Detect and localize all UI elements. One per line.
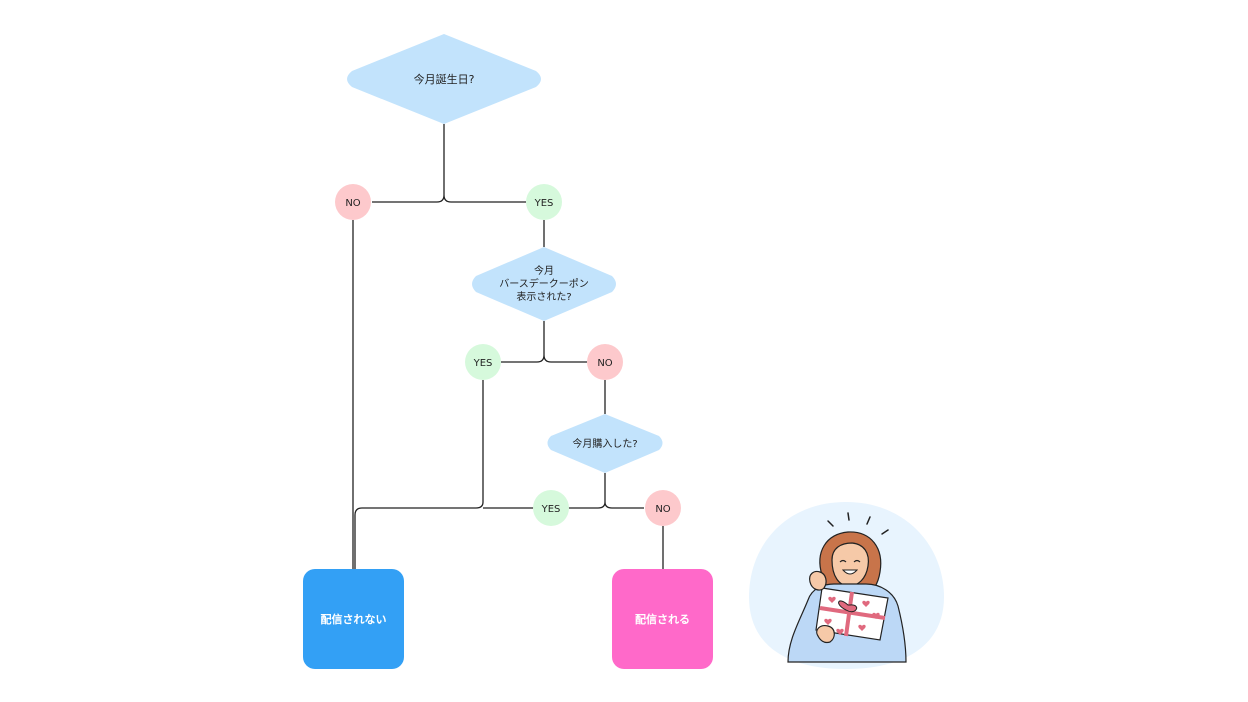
- yes-badge: [526, 184, 562, 220]
- connector-lines: [352, 124, 664, 569]
- face: [831, 542, 869, 587]
- decision-label: 今月誕生日?: [414, 72, 475, 86]
- decision-birthday-coupon-shown: 今月 バースデークーポン 表示された?: [472, 247, 616, 321]
- no-badge: [587, 344, 623, 380]
- decision-label-line-1: 今月: [534, 264, 554, 277]
- gift-hearts: [824, 596, 880, 635]
- decision-birthday-this-month: 今月誕生日?: [347, 34, 541, 124]
- decision-label-line-2: バースデークーポン: [499, 277, 589, 290]
- result-label: 配信される: [635, 612, 690, 626]
- answer-no-3: NO: [645, 490, 681, 526]
- woman-hugging-gift-icon: [749, 502, 944, 669]
- answer-yes-2: YES: [465, 344, 501, 380]
- yes-label: YES: [541, 504, 561, 515]
- result-label: 配信されない: [321, 612, 387, 626]
- hand: [816, 625, 835, 644]
- yes-badge: [533, 490, 569, 526]
- decision-label-line-3: 表示された?: [516, 290, 571, 303]
- connector-q1-split: [372, 124, 526, 203]
- sparkle-lines: [827, 512, 889, 535]
- yes-label: YES: [473, 358, 493, 369]
- answer-no-1: NO: [335, 184, 371, 220]
- decision-label: 今月購入した?: [572, 437, 637, 450]
- connector-q3-split: [483, 473, 644, 509]
- no-label: NO: [655, 504, 670, 515]
- no-badge: [645, 490, 681, 526]
- result-box: [303, 569, 404, 669]
- decision-diamond: [472, 247, 616, 321]
- no-badge: [335, 184, 371, 220]
- connector-q2-split: [501, 321, 587, 363]
- answer-no-2: NO: [587, 344, 623, 380]
- result-box: [612, 569, 713, 669]
- decision-diamond: [547, 414, 663, 473]
- result-not-delivered: 配信されない: [303, 569, 404, 669]
- decision-diamond: [347, 34, 541, 124]
- connector-yes2-down: [354, 380, 484, 569]
- yes-label: YES: [534, 198, 554, 209]
- result-delivered: 配信される: [612, 569, 713, 669]
- smile: [841, 569, 859, 575]
- gift-bow: [838, 600, 858, 613]
- no-label: NO: [597, 358, 612, 369]
- answer-yes-1: YES: [526, 184, 562, 220]
- eyes: [839, 559, 861, 563]
- no-label: NO: [345, 198, 360, 209]
- answer-yes-3: YES: [533, 490, 569, 526]
- yes-badge: [465, 344, 501, 380]
- raised-fist: [809, 570, 827, 591]
- decision-purchased-this-month: 今月購入した?: [547, 414, 663, 473]
